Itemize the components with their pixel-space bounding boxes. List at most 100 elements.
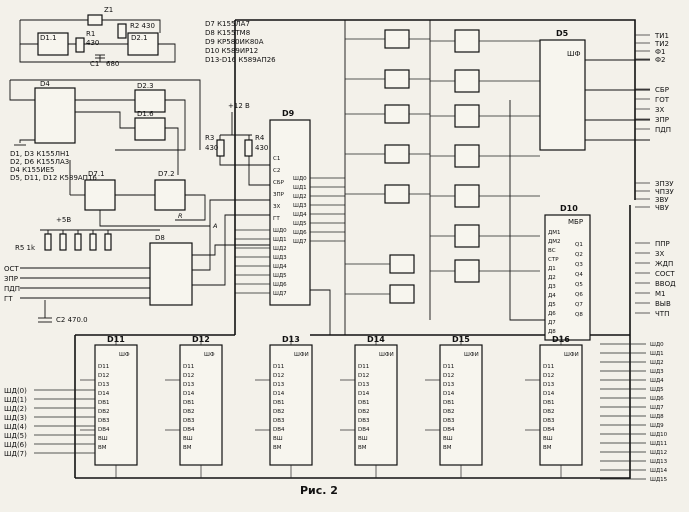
buffer-mode-label: ШФ [204,352,215,358]
d9-left-pin: ШД0 [273,228,287,234]
buffer-pin: D14 [273,391,285,397]
d10-right-pin: Q5 [575,282,583,288]
d9-ctrl-pin: ГТ [273,216,280,222]
d10-left-pin: Д7 [548,320,556,326]
supply-5v: +5В [56,216,71,224]
net-r: R [178,212,183,220]
logic-gate [454,29,480,53]
output-label: ЗВУ [655,196,669,204]
buffer-pin: DВ1 [183,400,195,406]
output-label: М1 [655,290,666,298]
buffer-pin: D13 [273,382,285,388]
d10-left-pin: Д5 [548,302,556,308]
buffer-chip [354,344,398,466]
pullup-block: +12 В R3 430 R4 430 [205,102,270,186]
r4-label: R4 [255,134,265,142]
bus-input-label: ШД(7) [4,450,27,458]
buffer-pin: DВ2 [183,409,195,415]
buffer-pin: D12 [98,373,109,379]
buffer-pin: DВ1 [443,400,455,406]
logic-gate [384,69,410,89]
bus-input-label: ШД(3) [4,414,27,422]
bus-output-label: ШД8 [650,414,664,420]
output-label: ВВОД [655,280,676,288]
d10-block: D10 МБР ДМ1ДМ2ВССТРД1Д2Д3Д4Д5Д6Д7Д8Q1Q2Q… [544,204,591,341]
buffer-pin: DВ2 [543,409,555,415]
buffer-pin: D11 [98,364,109,370]
d9-right-pin: ШД1 [293,185,307,191]
right-bus-outputs: ШД0ШД1ШД2ШД3ШД4ШД5ШД6ШД7ШД8ШД9ШД10ШД11ШД… [600,342,668,483]
bus-output-label: ШД9 [650,423,664,429]
d10-right-pin: Q1 [575,242,583,248]
buffer-pin: D11 [443,364,454,370]
output-label: СБР [655,86,669,94]
buffer-mode-label: ШФИ [564,352,579,358]
logic-gate [389,254,415,274]
bus-output-label: ШД3 [650,369,664,375]
buffer-mode-label: ШФИ [464,352,479,358]
d10-right-pin: Q3 [575,262,583,268]
d10-left-pin: Д1 [548,266,556,272]
bus-output-label: ШД13 [650,459,668,465]
d9-right-pin: ШД6 [293,230,307,236]
bus-input-label: ШД(5) [4,432,27,440]
d9-left-pin: ШД1 [273,237,287,243]
logic-gate [454,69,480,93]
output-label: ТИ2 [654,40,669,48]
bus-output-label: ШД14 [650,468,668,474]
buffer-pin: ВМ [273,445,282,451]
bus-input-label: ШД(4) [4,423,27,431]
buffer-pin: D12 [358,373,369,379]
legend-left-1: D1, D3 К155ЛН1 [10,150,70,158]
c1-value: 680 [106,60,119,68]
buffer-pin: DВ4 [273,427,285,433]
c1-label: C1 [90,60,99,68]
output-label: ЗХ [655,106,664,114]
buffer-pin: D13 [443,382,455,388]
d9-right-pin: ШД5 [293,221,307,227]
buffer-pin: D14 [443,391,455,397]
logic-gate [384,104,410,124]
bus-output-label: ШД10 [650,432,668,438]
d10-label: D10 [560,204,578,213]
logic-gate [454,224,480,248]
r1-label: R1 [86,30,95,38]
buffer-pin: DВ3 [443,418,455,424]
bus-output-label: ШД4 [650,378,664,384]
d5-mode: ШФ [567,50,581,58]
d10-right-pin: Q4 [575,272,583,278]
z1-label: Z1 [104,6,113,14]
output-label: ЗХ [655,250,664,258]
bus-output-label: ШД1 [650,351,664,357]
d9-ctrl-pin: СБР [273,180,285,186]
bus-output-label: ШД6 [650,396,664,402]
buffer-pin: ВМ [358,445,367,451]
buffer-pin: ВШ [543,436,553,442]
d10-left-pin: Д6 [548,311,556,317]
output-label: ПДП [655,126,671,134]
buffer-pin: D11 [183,364,194,370]
buffer-pin: D12 [543,373,554,379]
buffer-pin: D14 [543,391,555,397]
buffer-pin: DВ4 [183,427,195,433]
buffer-pin: DВ1 [98,400,110,406]
buffer-pin: DВ3 [183,418,195,424]
d9-right-pin: ШД7 [293,239,307,245]
logic-gate [454,184,480,208]
d1-label: D1.1 [40,34,57,42]
d9-left-pin: ШД2 [273,246,287,252]
buffer-pin: D11 [273,364,284,370]
d10-right-pin: Q6 [575,292,583,298]
output-label: ГОТ [655,96,670,104]
d2-label: D2.1 [131,34,148,42]
d7-gates: D7.1 D7.2 R A [69,160,217,230]
d9-ctrl-pin: ЗПР [273,192,285,198]
d9-right-pin: ШД4 [293,212,307,218]
resistor-array: +5В R5 1k D8 ОСТ ЗПР ПДП ГТ C2 470.0 [4,199,270,324]
d8-label: D8 [155,234,165,242]
d10-right-pin: Q2 [575,252,583,258]
d9-right-pin: ШД3 [293,203,307,209]
buffer-pin: DВ2 [98,409,110,415]
